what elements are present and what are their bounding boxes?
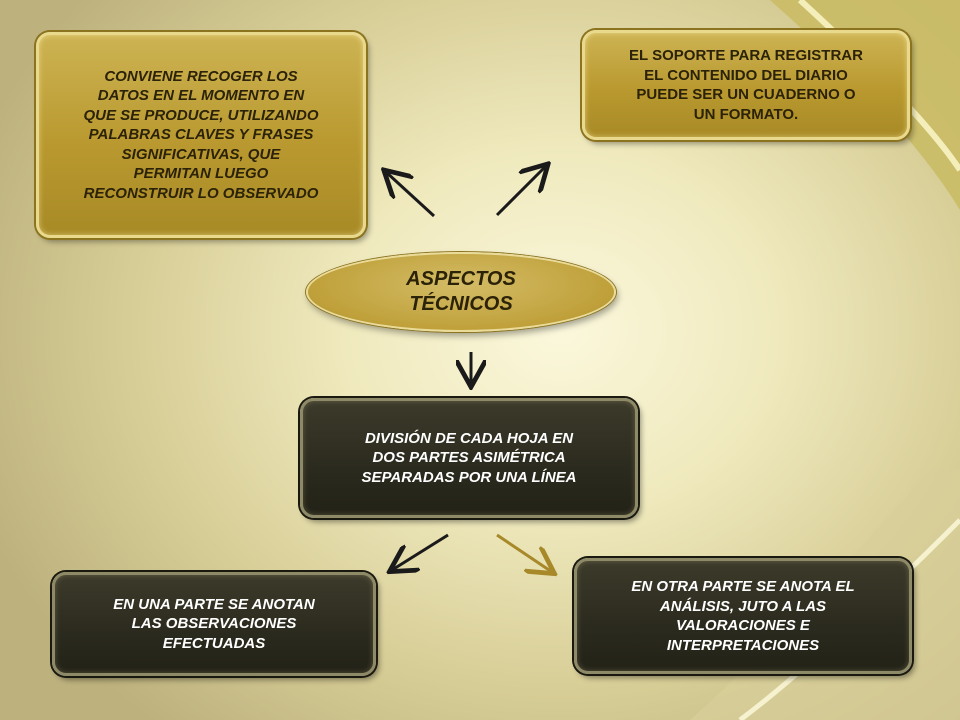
arrow-to-bottom-left: [392, 533, 449, 570]
box-anotan-observaciones-text: EN UNA PARTE SE ANOTAN LAS OBSERVACIONES…: [113, 595, 314, 654]
box-recoger-datos: CONVIENE RECOGER LOS DATOS EN EL MOMENTO…: [36, 32, 366, 238]
text-line: DIVISIÓN DE CADA HOJA EN: [364, 429, 574, 447]
box-anota-analisis: EN OTRA PARTE SE ANOTA EL ANÁLISIS, JUTO…: [574, 558, 912, 674]
text-line: PALABRAS CLAVES Y FRASES: [88, 126, 314, 144]
text-line: UN FORMATO.: [693, 105, 799, 123]
box-anotan-observaciones: EN UNA PARTE SE ANOTAN LAS OBSERVACIONES…: [52, 572, 376, 676]
text-line: QUE SE PRODUCE, UTILIZANDO: [83, 106, 319, 124]
text-line: INTERPRETACIONES: [666, 636, 820, 654]
box-anota-analisis-text: EN OTRA PARTE SE ANOTA EL ANÁLISIS, JUTO…: [631, 577, 854, 655]
box-soporte-registro: EL SOPORTE PARA REGISTRAR EL CONTENIDO D…: [582, 30, 910, 140]
arrow-to-top-left: [386, 172, 436, 218]
text-line: LAS OBSERVACIONES: [131, 615, 297, 633]
arrow-to-top-right: [495, 166, 546, 217]
text-line: CONVIENE RECOGER LOS: [104, 67, 298, 85]
text-line: EN OTRA PARTE SE ANOTA EL: [631, 578, 855, 595]
box-soporte-registro-text: EL SOPORTE PARA REGISTRAR EL CONTENIDO D…: [629, 46, 863, 124]
center-node-text: ASPECTOS TÉCNICOS: [406, 267, 516, 317]
text-line: PUEDE SER UN CUADERNO O: [636, 86, 856, 103]
center-node-aspectos-tecnicos: ASPECTOS TÉCNICOS: [306, 252, 616, 332]
text-line: ASPECTOS: [406, 268, 516, 290]
box-division-hoja-text: DIVISIÓN DE CADA HOJA EN DOS PARTES ASIM…: [361, 429, 576, 488]
text-line: EN UNA PARTE SE ANOTAN: [113, 595, 315, 613]
text-line: PERMITAN LUEGO: [133, 165, 269, 183]
box-division-hoja: DIVISIÓN DE CADA HOJA EN DOS PARTES ASIM…: [300, 398, 638, 518]
text-line: ANÁLISIS, JUTO A LAS: [659, 597, 827, 615]
text-line: SEPARADAS POR UNA LÍNEA: [361, 468, 577, 486]
text-line: DATOS EN EL MOMENTO EN: [97, 87, 305, 105]
text-line: DOS PARTES ASIMÉTRICA: [372, 449, 566, 467]
text-line: VALORACIONES E: [676, 617, 810, 634]
text-line: SIGNIFICATIVAS, QUE: [121, 145, 281, 163]
text-line: TÉCNICOS: [409, 293, 513, 315]
arrow-to-bottom-right: [496, 533, 552, 572]
text-line: EL CONTENIDO DEL DIARIO: [644, 66, 848, 84]
text-line: EL SOPORTE PARA REGISTRAR: [629, 47, 863, 64]
box-recoger-datos-text: CONVIENE RECOGER LOS DATOS EN EL MOMENTO…: [83, 67, 318, 204]
text-line: RECONSTRUIR LO OBSERVADO: [83, 184, 319, 202]
text-line: EFECTUADAS: [162, 634, 266, 652]
